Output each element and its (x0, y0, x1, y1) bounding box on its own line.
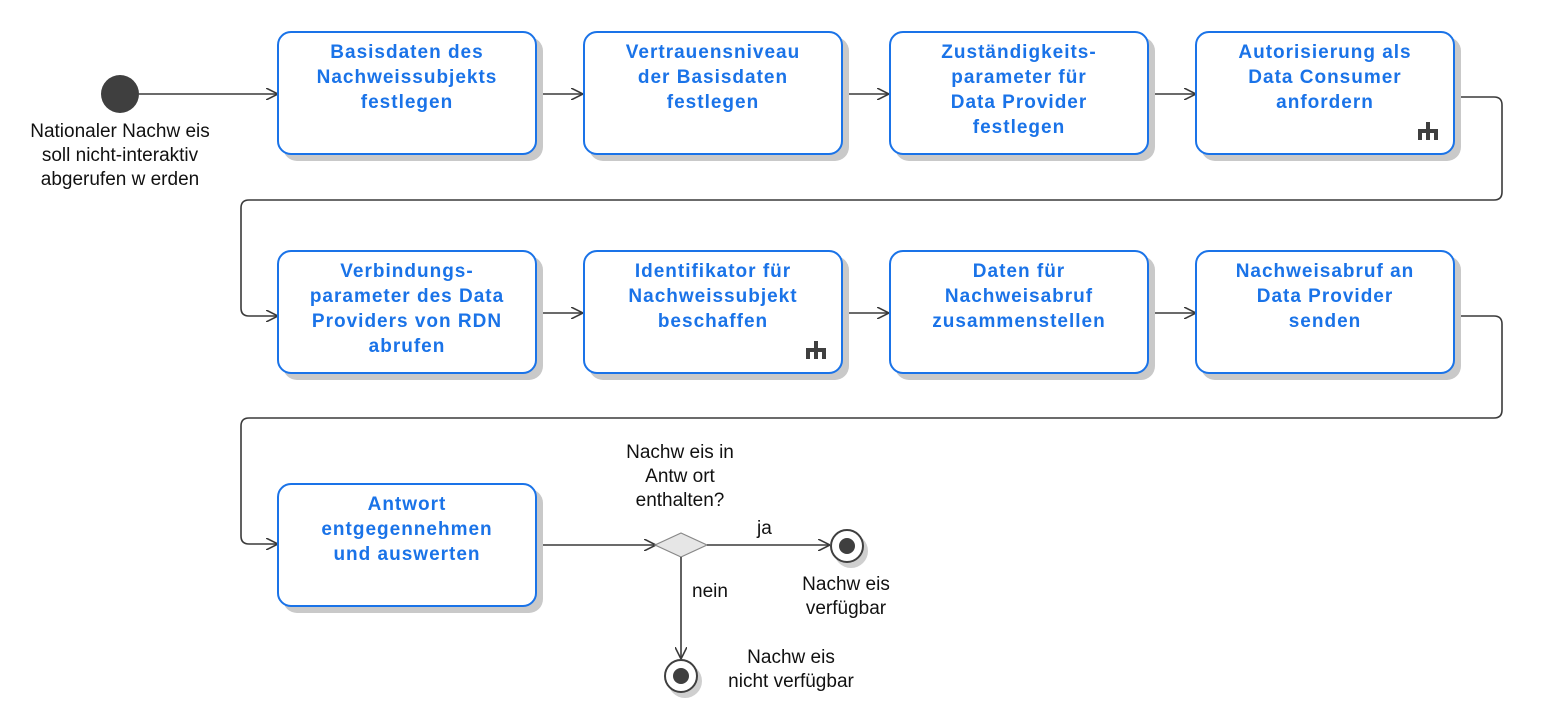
start-node (101, 75, 139, 113)
end-label-available: Nachw eis verfügbar (802, 574, 890, 619)
action-label: Daten für Nachweisabruf zusammenstellen (932, 261, 1106, 332)
decision-question: Nachw eis in Antw ort enthalten? (626, 442, 734, 511)
action-label: Vertrauensniveau der Basisdaten festlege… (625, 42, 801, 113)
decision-node (653, 532, 709, 558)
decision-no-label: nein (692, 581, 728, 602)
action-label: Zuständigkeits- parameter für Data Provi… (941, 42, 1097, 138)
flow-action-8-to-9 (240, 315, 1503, 544)
end-node-available (830, 529, 868, 568)
action-antwort-auswerten: Antwort entgegennehmen und auswerten (277, 483, 537, 607)
action-label: Autorisierung als Data Consumer anforder… (1238, 42, 1412, 113)
subprocess-rake-icon (1418, 122, 1438, 140)
action-basisdaten-festlegen: Basisdaten des Nachweissubjekts festlege… (277, 31, 537, 155)
action-daten-zusammenstellen: Daten für Nachweisabruf zusammenstellen (889, 250, 1149, 374)
decision-yes-label: ja (757, 518, 772, 539)
action-vertrauensniveau-festlegen: Vertrauensniveau der Basisdaten festlege… (583, 31, 843, 155)
flow-action-4-to-5 (240, 96, 1503, 316)
end-label-not-available: Nachw eis nicht verfügbar (728, 647, 854, 692)
action-autorisierung-anfordern: Autorisierung als Data Consumer anforder… (1195, 31, 1455, 155)
action-label: Verbindungs- parameter des Data Provider… (309, 261, 505, 357)
action-nachweisabruf-senden: Nachweisabruf an Data Provider senden (1195, 250, 1455, 374)
end-node-not-available (664, 659, 702, 698)
start-node-label: Nationaler Nachw eis soll nicht-interakt… (30, 121, 210, 190)
subprocess-rake-icon (806, 341, 826, 359)
action-label: Basisdaten des Nachweissubjekts festlege… (316, 42, 498, 113)
action-identifikator-beschaffen: Identifikator für Nachweissubjekt bescha… (583, 250, 843, 374)
action-zustaendigkeitsparameter-festlegen: Zuständigkeits- parameter für Data Provi… (889, 31, 1149, 155)
action-label: Identifikator für Nachweissubjekt bescha… (628, 261, 798, 332)
action-label: Nachweisabruf an Data Provider senden (1235, 261, 1415, 332)
action-verbindungsparameter-abrufen: Verbindungs- parameter des Data Provider… (277, 250, 537, 374)
action-label: Antwort entgegennehmen und auswerten (321, 494, 493, 565)
